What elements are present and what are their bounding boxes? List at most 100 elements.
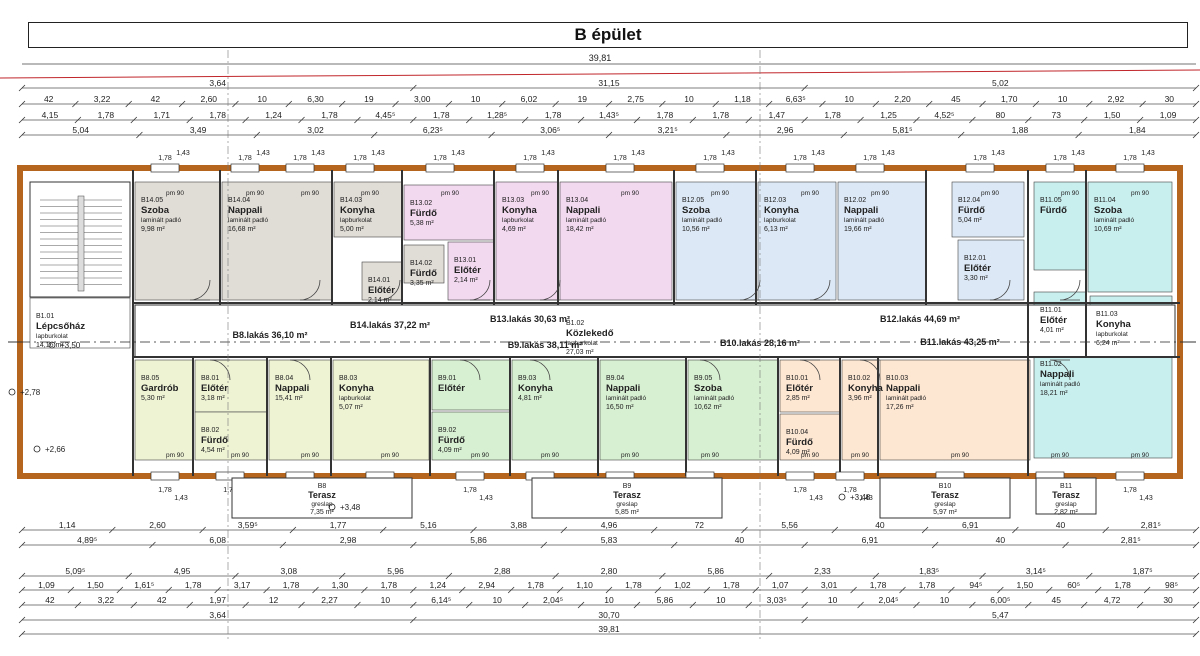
room-floor: lapburkolat	[764, 217, 796, 224]
room-fill	[194, 411, 268, 461]
bottom-dim-row6-value: 3,64	[209, 610, 226, 620]
bottom-dim-row6-value: 30,70	[598, 610, 620, 620]
window-parapet: pm 90	[981, 190, 999, 197]
room-name: Konyha	[502, 205, 538, 216]
room-fill	[431, 411, 511, 461]
room-floor: laminált padló	[1040, 381, 1080, 388]
bottom-dim-row2-value: 40	[735, 535, 745, 545]
window-height: 1,43	[1141, 150, 1155, 157]
top-dim-row3-value: 1,25	[880, 110, 897, 120]
top-dim-row3-value: 1,78	[545, 110, 562, 120]
window-parapet: pm 90	[361, 190, 379, 197]
terrace-area: 7,35 m²	[310, 509, 334, 516]
room-area: 2,85 m²	[786, 395, 810, 402]
window-height: 1,43	[174, 495, 188, 502]
room-code: B9.04	[606, 375, 624, 382]
room-area: 18,42 m²	[566, 226, 594, 233]
top-dim-row2-value: 10	[471, 94, 481, 104]
apartment-label: B13.lakás 30,63 m²	[490, 314, 570, 324]
window-width: 1,78	[158, 487, 172, 494]
room-area: 4,69 m²	[502, 226, 526, 233]
room-fill	[675, 181, 757, 301]
apartment-label: B8.lakás 36,10 m²	[232, 330, 307, 340]
window-parapet: pm 90	[471, 452, 489, 459]
top-dim-row3-value: 1,78	[433, 110, 450, 120]
top-dim-row4-value: 5,04	[72, 125, 89, 135]
top-dim-row2-value: 10	[684, 94, 694, 104]
top-dim-row3-value: 1,78	[657, 110, 674, 120]
terrace-code: B8	[318, 483, 327, 490]
room-name: Nappali	[275, 383, 309, 394]
window-parapet: pm 90	[951, 452, 969, 459]
bottom-dim-row5-value: 3,22	[98, 595, 115, 605]
bottom-dim-row3-value: 4,95	[174, 566, 191, 576]
bottom-dim-row1-value: 40	[875, 520, 885, 530]
window-parapet: pm 90	[166, 190, 184, 197]
top-dim-row3-value: 1,09	[1160, 110, 1177, 120]
room-code: B10.02	[848, 375, 870, 382]
room-code: B13.01	[454, 257, 476, 264]
room-name: Fürdő	[410, 268, 437, 279]
bottom-dim-row3-value: 3,14⁵	[1026, 566, 1046, 576]
bottom-dim-row1-value: 1,14	[59, 520, 76, 530]
top-dim-row3-value: 1,78	[98, 110, 115, 120]
bottom-dim-row5-value: 42	[157, 595, 167, 605]
bottom-dim-row5-value: 2,27	[321, 595, 338, 605]
room-code: B14.05	[141, 197, 163, 204]
top-dim-row4-value: 1,84	[1129, 125, 1146, 135]
room-fill	[29, 297, 131, 349]
bottom-dim-row2-value: 6,08	[209, 535, 226, 545]
room-fill	[779, 413, 841, 461]
terrace-area: 5,97 m²	[933, 509, 957, 516]
bottom-dim-row5-value: 2,04⁵	[878, 595, 898, 605]
room-code: B11.03	[1096, 311, 1118, 318]
bottom-dim-row5-value: 30	[1163, 595, 1173, 605]
level-marker: +3,48	[838, 493, 871, 502]
level-marker: +2,78	[8, 388, 41, 397]
terrace-code: B10	[939, 483, 952, 490]
bottom-dim-row5-value: 2,04⁵	[543, 595, 563, 605]
bottom-dim-row5-value: 3,03⁵	[767, 595, 787, 605]
room-code: B11.04	[1094, 197, 1116, 204]
door-swings	[189, 279, 1081, 381]
room-area: 16,68 m²	[228, 226, 256, 233]
bottom-dim-row5-value: 6,14⁵	[431, 595, 451, 605]
apartment-label: B11.lakás 43,25 m²	[920, 337, 1000, 347]
room-area: 4,54 m²	[201, 447, 225, 454]
level-marker: +3,48	[328, 503, 361, 512]
top-dim-row3-value: 1,24	[265, 110, 282, 120]
apartment-label: B12.lakás 44,69 m²	[880, 314, 960, 324]
axis-markers	[8, 50, 1196, 640]
room-name: Előtér	[438, 383, 465, 394]
room-code: B13.04	[566, 197, 588, 204]
room-floor: lapburkolat	[566, 340, 598, 347]
bottom-dim-row4-value: 1,78	[381, 580, 398, 590]
window-width: 1,78	[463, 487, 477, 494]
room-code: B11.05	[1040, 197, 1062, 204]
room-fill	[194, 359, 268, 413]
top-dim-row1-value: 3,64	[209, 78, 226, 88]
window-parapet: pm 90	[381, 452, 399, 459]
window-parapet: pm 90	[701, 452, 719, 459]
top-dim-row4-value: 3,02	[307, 125, 324, 135]
window-parapet: pm 90	[871, 190, 889, 197]
bottom-dim-row4-value: 1,07	[772, 580, 789, 590]
window-parapet: pm 90	[621, 190, 639, 197]
window-parapet: pm 90	[231, 452, 249, 459]
room-name: Fürdő	[786, 437, 813, 448]
room-code: B11.02	[1040, 361, 1062, 368]
